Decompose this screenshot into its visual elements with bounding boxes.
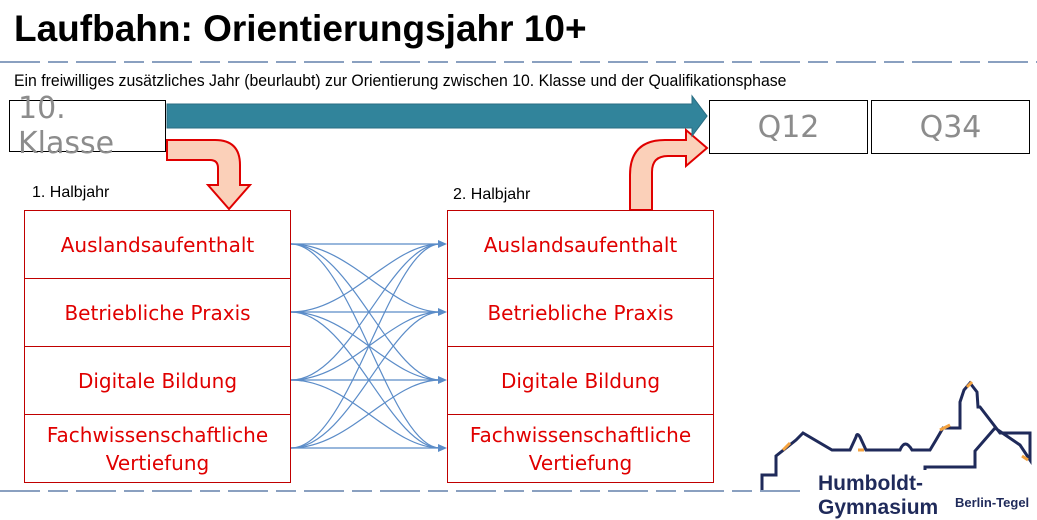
transition-line <box>290 243 441 381</box>
logo-place: Berlin-Tegel <box>955 495 1030 510</box>
option-item: Auslandsaufenthalt <box>60 232 255 257</box>
arrowhead-icon <box>438 240 447 248</box>
page-title: Laufbahn: Orientierungsjahr 10+ <box>14 8 587 49</box>
arrowhead-icon <box>438 444 447 452</box>
transition-line <box>290 311 441 381</box>
half1-label: 1. Halbjahr <box>32 184 110 201</box>
down-arrow-icon <box>166 139 253 211</box>
transition-line <box>290 379 441 449</box>
school-skyline-icon <box>760 380 1032 490</box>
subtitle: Ein freiwilliges zusätzliches Jahr (beur… <box>14 71 787 90</box>
option-item: Fachwissenschaftliche Vertiefung <box>25 414 290 482</box>
arrowhead-icon <box>438 376 447 384</box>
half1-options: Auslandsaufenthalt Betriebliche Praxis D… <box>24 210 291 483</box>
half2-options: Auslandsaufenthalt Betriebliche Praxis D… <box>447 210 714 483</box>
arrowhead-icon <box>438 308 447 316</box>
option-item: Digitale Bildung <box>25 346 290 414</box>
transition-line <box>290 243 441 313</box>
option-item: Auslandsaufenthalt <box>483 232 678 257</box>
half2-label: 2. Halbjahr <box>453 186 531 203</box>
stage-q12: Q12 <box>709 100 868 154</box>
option-item: Fachwissenschaftliche Vertiefung <box>448 414 713 482</box>
transition-line <box>290 243 441 449</box>
transition-lines <box>290 240 447 452</box>
stage-q34: Q34 <box>871 100 1030 154</box>
option-item: Betriebliche Praxis <box>448 278 713 346</box>
transition-line <box>290 311 441 449</box>
logo-name: Humboldt-Gymnasium <box>818 472 939 519</box>
option-item: Digitale Bildung <box>448 346 713 414</box>
option-item: Betriebliche Praxis <box>25 278 290 346</box>
transition-line <box>290 243 441 449</box>
up-arrow-icon <box>629 127 709 211</box>
stage-10-klasse: 10. Klasse <box>9 91 166 161</box>
transition-line <box>290 311 441 381</box>
